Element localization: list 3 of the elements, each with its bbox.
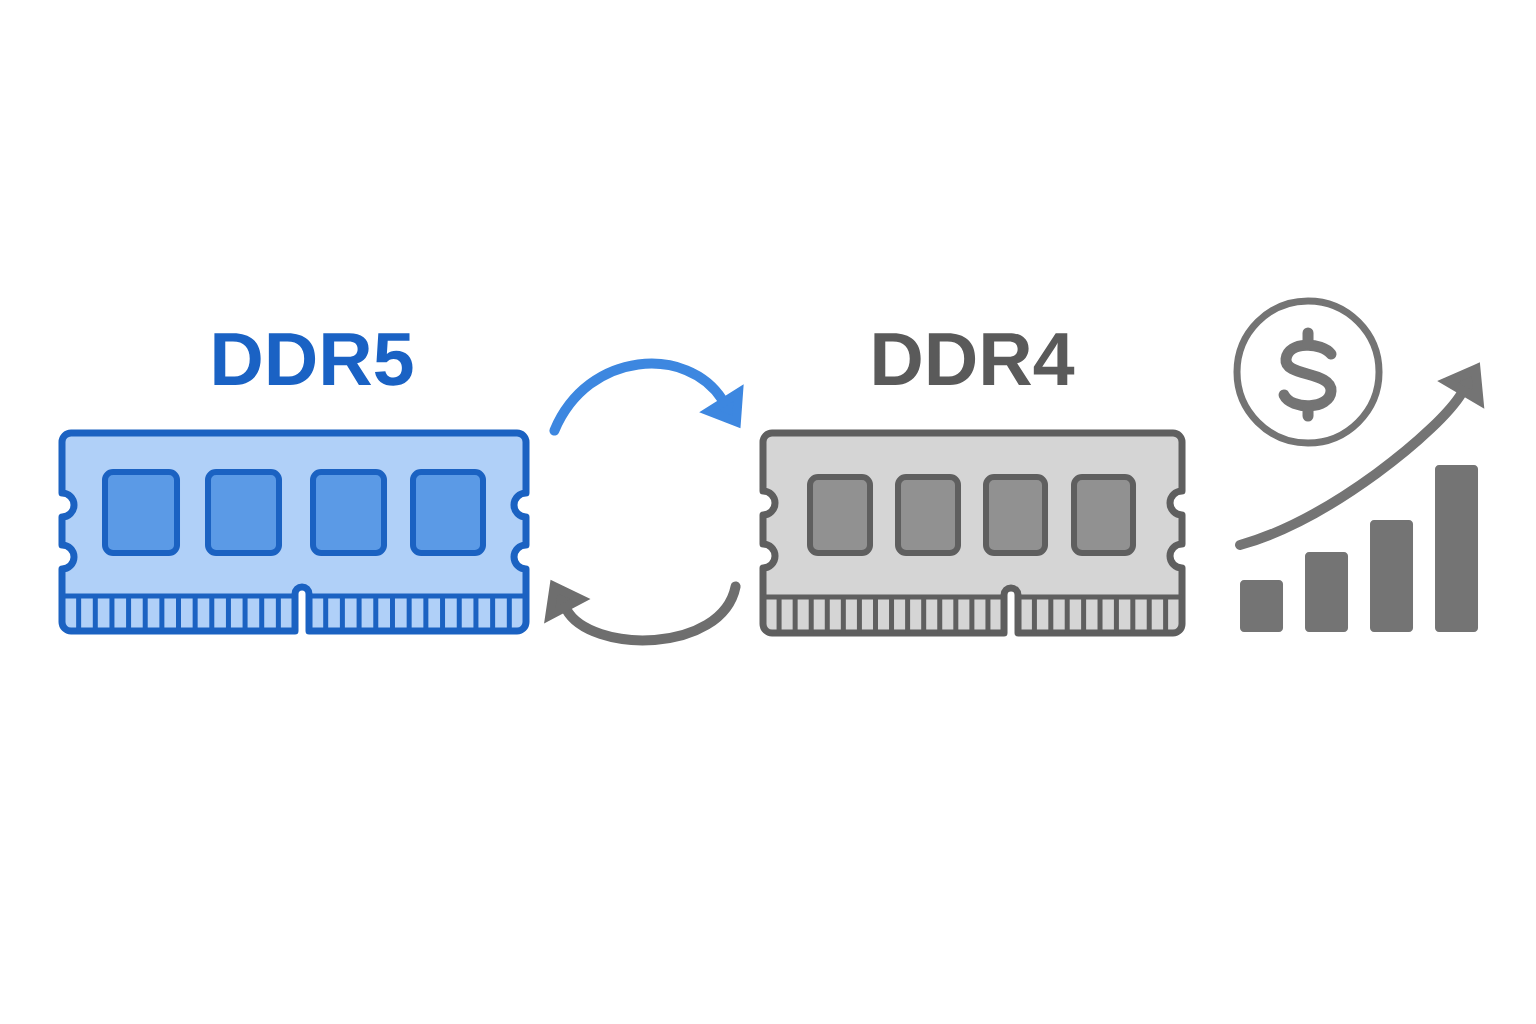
heading: DDR5 (214, 333, 413, 386)
heading: DDR4 (874, 333, 1075, 385)
curved-arrow (549, 358, 744, 436)
